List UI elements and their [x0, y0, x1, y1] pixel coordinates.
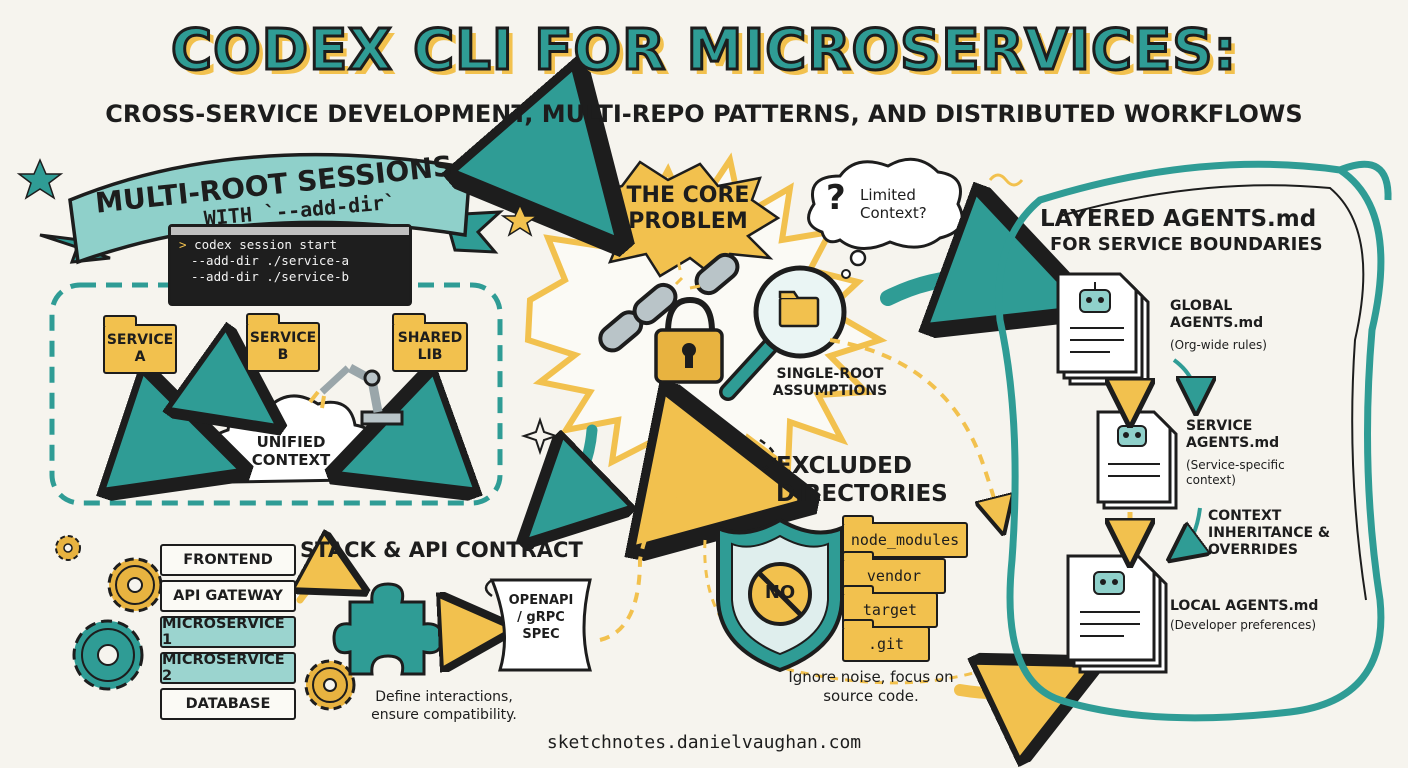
single-root-assumptions-label: SINGLE-ROOT ASSUMPTIONS — [772, 366, 888, 399]
arrow-to-layered-agents — [880, 278, 1036, 298]
gear-icon-yellow-top — [107, 557, 163, 613]
footer-url: sketchnotes.danielvaughan.com — [546, 732, 862, 753]
spec-scroll-curl — [484, 578, 493, 598]
terminal-prompt: > — [179, 237, 187, 252]
dashed-connector-spec-to-excluded — [599, 490, 701, 642]
layered-agents-swirl-frame — [995, 160, 1385, 722]
gear-icon-small — [55, 535, 81, 561]
sparkle-doodle — [520, 416, 560, 456]
puzzle-to-spec-arrow — [446, 630, 486, 632]
page-title: CODEX CLI FOR MICROSERVICES: — [169, 17, 1238, 85]
inheritance-note: CONTEXT INHERITANCE & OVERRIDES — [1208, 508, 1331, 558]
terminal-command: codex session start — [194, 237, 338, 252]
folder-service-a: SERVICE A — [102, 315, 177, 374]
service-b-arrow — [234, 360, 248, 405]
terminal-titlebar — [171, 227, 409, 237]
broken-chain-icon — [598, 252, 740, 353]
dashed-connector-core-down — [759, 438, 777, 472]
shield-no-text: NO — [764, 582, 796, 603]
gear-icon-teal — [72, 619, 144, 691]
stack-layer-microservice-1: MICROSERVICE 1 — [160, 616, 296, 648]
inheritance-curve-arrow-bottom — [1180, 507, 1200, 552]
local-agents-label: LOCAL AGENTS.md — [1170, 598, 1319, 614]
service-agents-desc: (Service-specific context) — [1186, 458, 1285, 487]
unified-context-label: UNIFIED CONTEXT — [251, 433, 331, 469]
global-agents-desc: (Org-wide rules) — [1170, 338, 1267, 352]
folder-service-b: SERVICE B — [245, 313, 320, 372]
service-agents-doc-icon — [1096, 410, 1178, 510]
excluded-title: EXCLUDED DIRECTORIES — [776, 453, 948, 507]
limited-context-text: Limited Context? — [860, 186, 927, 222]
question-mark-icon: ? — [826, 178, 846, 218]
excluded-folder-git: .git — [841, 619, 930, 662]
squiggle-doodle — [988, 173, 1024, 187]
stack-layer-microservice-2: MICROSERVICE 2 — [160, 652, 296, 684]
thought-bubble-large — [849, 249, 867, 267]
global-agents-doc-icon — [1056, 272, 1150, 386]
terminal-line-1: > codex session start — [171, 237, 409, 253]
puzzle-piece-icon — [332, 582, 444, 676]
stack-title: STACK & API CONTRACT — [300, 538, 583, 562]
gear-icon-yellow-bottom — [304, 659, 356, 711]
local-agents-desc: (Developer preferences) — [1170, 618, 1317, 632]
stack-layer-database: DATABASE — [160, 688, 296, 720]
global-agents-label: GLOBAL AGENTS.md — [1170, 298, 1264, 331]
layered-agents-title: LAYERED AGENTS.md — [1040, 206, 1317, 232]
stack-caption: Define interactions, ensure compatibilit… — [371, 689, 517, 723]
robot-arm-icon — [308, 364, 404, 426]
curved-arrow-to-local-agents — [954, 682, 1058, 694]
local-agents-doc-icon — [1066, 554, 1168, 674]
terminal-line-3: --add-dir ./service-b — [191, 269, 350, 284]
layered-agents-swirl-tail — [1338, 160, 1392, 201]
stack-layer-api-gateway: API GATEWAY — [160, 580, 296, 612]
shared-lib-arrow — [380, 380, 430, 458]
arrow-to-excluded — [682, 432, 748, 490]
no-shield-icon — [716, 517, 844, 673]
terminal-window: > codex session start --add-dir ./servic… — [168, 224, 412, 306]
core-problem-label: THE CORE PROBLEM — [626, 183, 750, 234]
inheritance-curve-arrow-top — [1172, 358, 1196, 400]
page-subtitle: CROSS-SERVICE DEVELOPMENT, MULTI-REPO PA… — [105, 100, 1303, 128]
service-a-arrow — [150, 380, 198, 456]
star-doodle-left — [16, 158, 64, 200]
excluded-caption: Ignore noise, focus on source code. — [788, 668, 954, 705]
layered-agents-swirl-inner — [1059, 184, 1367, 601]
stack-to-puzzle-arrow — [300, 577, 344, 604]
spec-label: OPENAPI / gRPC SPEC — [508, 593, 574, 642]
service-agents-label: SERVICE AGENTS.md — [1186, 418, 1280, 451]
arrow-to-core-problem — [470, 166, 580, 196]
folder-shared-lib: SHARED LIB — [391, 313, 468, 372]
dashed-connector-excluded-to-agents — [703, 539, 1011, 685]
stack-layer-frontend: FRONTEND — [160, 544, 296, 576]
spec-scroll-icon — [489, 578, 593, 672]
terminal-line-2: --add-dir ./service-a — [191, 253, 350, 268]
star-doodle-center — [500, 203, 540, 237]
excluded-folder-node-modules: node_modules — [841, 515, 968, 558]
thought-bubble-small — [841, 269, 851, 279]
layered-agents-subtitle: FOR SERVICE BOUNDARIES — [1050, 234, 1323, 255]
arrow-to-stack — [552, 424, 592, 515]
